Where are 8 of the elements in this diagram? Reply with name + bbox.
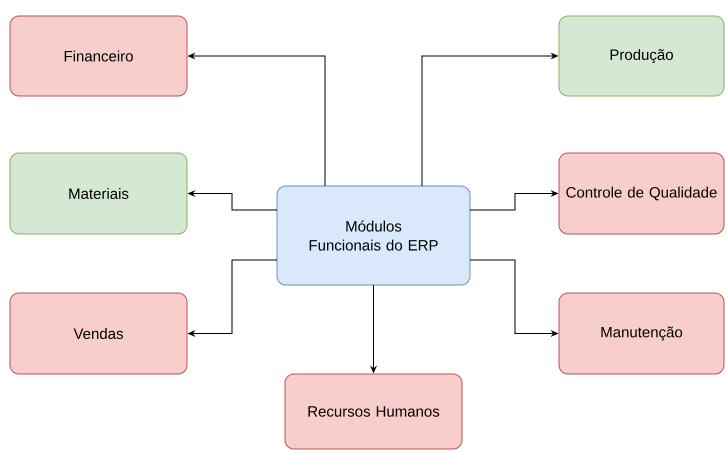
module-box: Produção: [558, 16, 724, 96]
module-box: Manutenção: [558, 292, 724, 374]
module-box: Vendas: [10, 292, 188, 374]
central-box: Módulos Funcionais do ERP: [276, 186, 470, 286]
module-box: Recursos Humanos: [284, 374, 462, 450]
module-box: Materiais: [10, 152, 188, 234]
module-box: Financeiro: [10, 16, 188, 96]
module-box: Controle de Qualidade: [558, 152, 724, 234]
